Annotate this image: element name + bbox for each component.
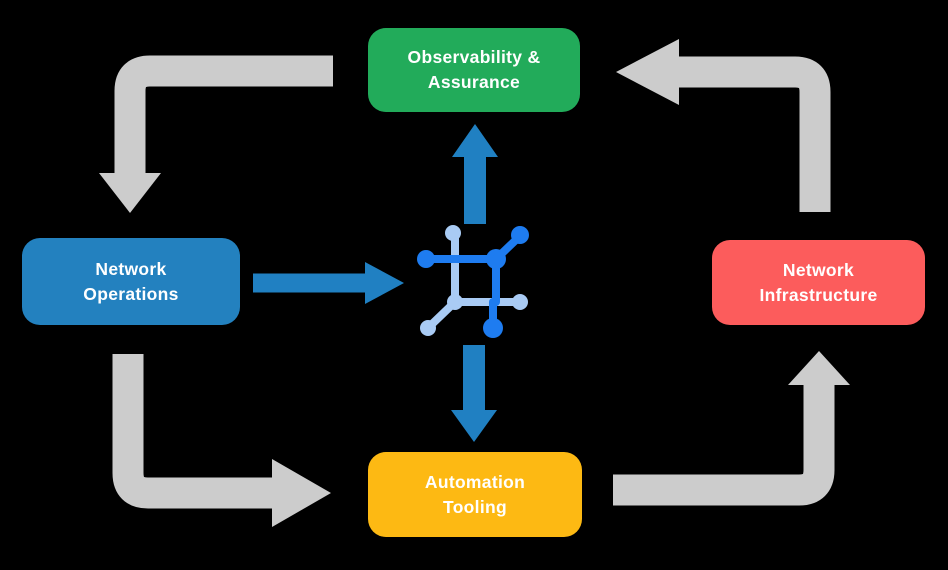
arrow-automation-to-infrastructure bbox=[613, 351, 850, 506]
arrow-head-down-icon bbox=[451, 410, 497, 442]
node-label-line1: Network bbox=[95, 258, 167, 279]
arrow-shaft bbox=[112, 354, 273, 509]
arrow-head-up-icon bbox=[452, 124, 498, 157]
arrow-head-down-icon bbox=[99, 173, 161, 213]
node-label-line2: Assurance bbox=[427, 72, 521, 92]
arrow-shaft bbox=[613, 384, 835, 506]
node-automation-tooling: Automation Tooling bbox=[368, 452, 582, 537]
arrow-center-to-automation bbox=[451, 345, 497, 442]
arrow-infrastructure-to-observability bbox=[616, 39, 831, 212]
arrow-operations-to-center bbox=[253, 262, 404, 304]
node-label-line1: Network bbox=[782, 259, 855, 280]
arrow-head-left-icon bbox=[616, 39, 679, 105]
node-label-line2: Tooling bbox=[443, 496, 507, 517]
mesh-branch-bottom-left bbox=[426, 298, 459, 330]
mesh-node-dot bbox=[445, 225, 461, 241]
mesh-node-dot bbox=[417, 250, 435, 268]
node-label-line2: Infrastructure bbox=[759, 284, 878, 305]
node-observability-assurance: Observability & Assurance bbox=[368, 28, 580, 112]
node-label-line1: Automation bbox=[424, 471, 526, 492]
arrow-observability-to-operations bbox=[99, 55, 333, 213]
node-network-infrastructure: Network Infrastructure bbox=[712, 240, 925, 325]
arrow-operations-to-automation bbox=[112, 354, 331, 527]
arrow-head-right-icon bbox=[365, 262, 404, 304]
arrow-shaft bbox=[114, 55, 333, 174]
arrow-shaft bbox=[678, 56, 831, 212]
network-mesh-icon bbox=[417, 225, 529, 338]
mesh-node-dot bbox=[511, 226, 529, 244]
arrow-head-right-icon bbox=[272, 459, 331, 527]
node-label-line1: Observability & bbox=[407, 47, 541, 68]
mesh-node-dot bbox=[420, 320, 436, 336]
arrow-head-up-icon bbox=[788, 351, 850, 385]
mesh-node-dot bbox=[512, 294, 528, 310]
node-label-line2: Operations bbox=[83, 283, 179, 304]
mesh-node-dot bbox=[483, 318, 503, 338]
node-network-operations: Network Operations bbox=[22, 238, 240, 325]
arrow-center-to-observability bbox=[452, 124, 498, 224]
